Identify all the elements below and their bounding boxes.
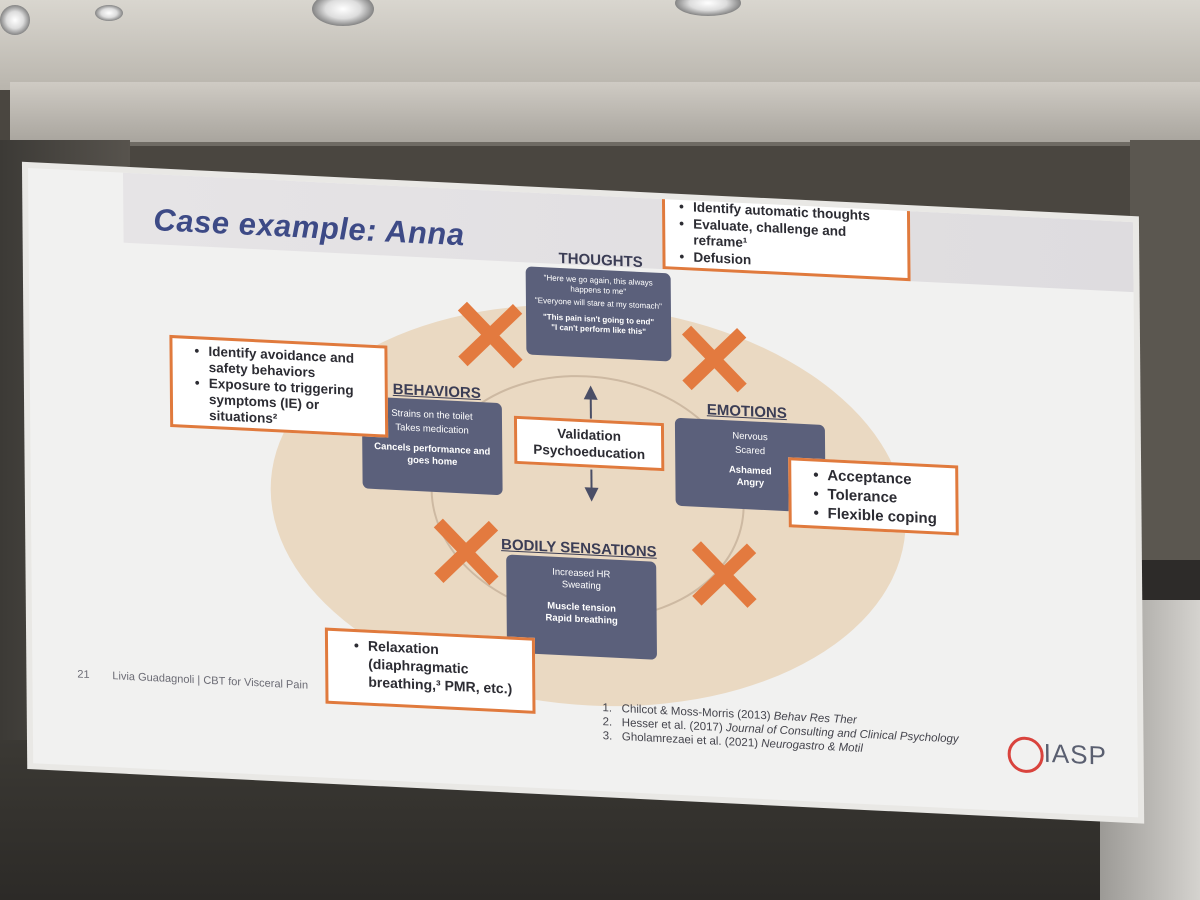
iasp-logo-text: IASP <box>1043 737 1108 771</box>
thoughts-box: "Here we go again, this always happens t… <box>525 266 672 362</box>
bodily-callout-item: Relaxation (diaphragmatic breathing,³ PM… <box>368 637 526 699</box>
arrow-down-icon <box>584 487 599 502</box>
ceiling <box>0 0 1200 90</box>
ceiling-light <box>312 0 374 26</box>
cross-icon <box>681 325 748 394</box>
ceiling-light <box>0 5 30 35</box>
ceiling-light <box>95 5 123 21</box>
reference-num: 3. <box>602 730 613 743</box>
reference-num: 2. <box>602 716 613 729</box>
presenter-credit: Livia Guadagnoli | CBT for Visceral Pain <box>112 670 309 692</box>
behaviors-callout: Identify avoidance and safety behaviors … <box>169 334 389 438</box>
ceiling-light <box>675 0 741 16</box>
reference-journal: Neurogastro & Motil <box>761 737 863 755</box>
emotions-callout: Acceptance Tolerance Flexible coping <box>788 457 959 536</box>
cross-icon <box>457 301 524 370</box>
cross-icon <box>433 518 500 587</box>
slide-number: 21 <box>77 668 90 682</box>
center-box: Validation Psychoeducation <box>513 415 665 472</box>
arrow-up-shaft <box>589 398 592 419</box>
screen-housing <box>10 82 1200 146</box>
iasp-logo-icon <box>1007 735 1044 774</box>
bodily-callout: Relaxation (diaphragmatic breathing,³ PM… <box>324 627 536 714</box>
cross-icon <box>691 540 758 609</box>
projected-slide: Case example: Anna THOUGHTS "Here we go … <box>28 168 1139 818</box>
references: 1. Chilcot & Moss-Morris (2013) Behav Re… <box>602 701 958 760</box>
behaviors-line: Cancels performance and goes home <box>374 440 491 469</box>
thoughts-callout: Identify automatic thoughts Evaluate, ch… <box>661 191 911 282</box>
reference-num: 1. <box>602 702 613 715</box>
behaviors-callout-item: Exposure to triggering symptoms (IE) or … <box>209 376 377 432</box>
thoughts-line: "Here we go again, this always happens t… <box>543 273 653 297</box>
